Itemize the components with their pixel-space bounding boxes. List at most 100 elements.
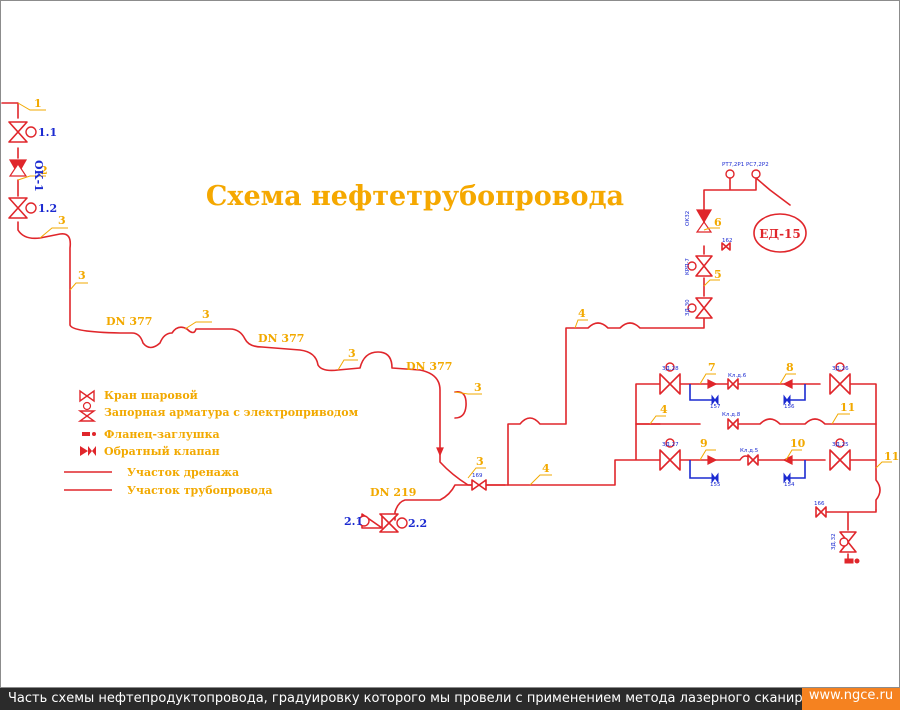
section-3-c: 3 [202,308,210,321]
leader-5 [703,279,720,287]
mark-1-1: 1.1 [38,126,57,139]
actuator-zd27 [665,438,675,448]
tag-zd32: ЗД.32 [831,533,837,550]
legend-flange-plug-icon [82,432,96,436]
ball-valve-kl5 [747,454,759,466]
section-5: 5 [714,268,722,281]
tag-zd26: ЗД.26 [832,366,849,372]
tag-zd25: ЗД.25 [832,442,849,448]
legend-check-valve-label: Обратный клапан [104,445,220,458]
schematic-title: Схема нефтетрубопровода [206,181,624,212]
tag-156: 156 [784,404,795,410]
tag-ok32: ОК32 [685,211,691,226]
leader-1 [17,102,46,111]
legend-pipe-label: Участок трубопровода [127,484,272,497]
leader-3a [39,227,68,239]
section-8: 8 [786,361,794,374]
tank-label: ЕД-15 [759,227,801,241]
ball-valve-166 [815,506,827,518]
leader-4a [529,474,552,486]
tag-zd30: ЗД.30 [685,299,691,316]
legend-flange-plug-label: Фланец-заглушка [104,428,220,441]
section-3-f: 3 [476,455,484,468]
leader-3d [337,359,358,371]
section-3-a: 3 [58,214,66,227]
sensor-rs7 [751,169,761,179]
legend-ball-valve-icon [79,389,95,403]
actuator-zd32 [839,537,849,547]
pipeline-schematic: Схема нефтетрубопровода [1,97,899,564]
ball-valve-zd28 [659,373,681,395]
ball-valve-1-2 [8,197,28,219]
check-valve-8 [782,379,793,389]
legend-check-valve-icon [80,446,96,456]
actuator-zd25 [835,438,845,448]
section-1: 1 [34,97,42,110]
section-11-a: 11 [840,401,855,414]
actuator-zd28 [665,362,675,372]
tag-169: 169 [472,473,483,479]
section-7: 7 [708,361,716,374]
site-link[interactable]: www.ngce.ru [802,688,900,710]
section-2: 2 [40,164,48,177]
leader-3b [69,282,88,291]
section-11-b: 11 [884,450,899,463]
ball-valve-169 [471,479,487,491]
ball-valve-5 [695,255,713,277]
section-3-e: 3 [474,381,482,394]
ball-valve-kl6 [727,378,739,390]
sensor-rt7 [725,169,735,179]
pipe-branch-dn219 [394,484,476,521]
section-10: 10 [790,437,806,450]
ball-valve-kl8 [727,418,739,430]
tag-154: 154 [784,482,795,488]
leader-11a [831,413,850,425]
pipe-main-left [1,102,506,486]
leader-7 [699,373,716,385]
check-valve-6-lower [695,220,713,233]
footer-caption: Часть схемы нефтепродуктопровода, градуи… [8,691,851,706]
drain-155 [689,460,712,479]
actuator-1-1 [25,126,37,138]
mark-2-2: 2.2 [408,517,427,530]
drain-156 [790,384,806,401]
tag-kl5: Кл.д.5 [740,448,759,454]
tag-rt7: РТ7,2Р1 РС7,2Р2 [722,162,769,168]
check-valve-7 [707,379,718,389]
legend-drain-label: Участок дренажа [127,466,239,479]
actuator-zd26 [835,362,845,372]
drain-valve-155 [711,472,719,484]
mark-1-2: 1.2 [38,202,57,215]
tag-kl8: Кл.д.8 [722,412,741,418]
dn-label-2: DN 377 [258,332,304,345]
actuator-1-2 [25,202,37,214]
tag-zd28: ЗД.28 [662,366,679,372]
flow-arrow-down [436,447,444,457]
mark-ok1: ОК-1 [32,160,45,192]
drain-157 [689,384,712,401]
actuator-2-2 [396,517,408,529]
leader-6 [703,227,720,231]
ball-valve-zd25 [829,449,851,471]
dn-label-219: DN 219 [370,486,416,499]
dn-label-1: DN 377 [106,315,152,328]
section-4-c: 4 [660,403,668,416]
drain-valve-156 [783,394,791,406]
leader-4c [649,415,666,425]
check-valve-10 [782,455,793,465]
legend: Кран шаровой Запорная арматура с электро… [64,389,359,497]
section-3-b: 3 [78,269,86,282]
drain-valve-154 [783,472,791,484]
legend-electric-valve-icon [77,410,97,422]
actuator-2-1 [358,515,370,527]
ball-valve-162 [721,242,731,251]
pipe-manifold-row-2 [635,418,877,425]
pipe-line-4-upper [507,317,705,486]
section-4-a: 4 [542,462,550,475]
tank-ed15 [753,213,807,253]
leader-3c [184,321,212,330]
legend-actuator-icon [82,401,92,411]
pipe-line-4-lower [484,383,661,486]
ball-valve-1-1 [8,121,28,143]
leader-3f [467,467,486,479]
